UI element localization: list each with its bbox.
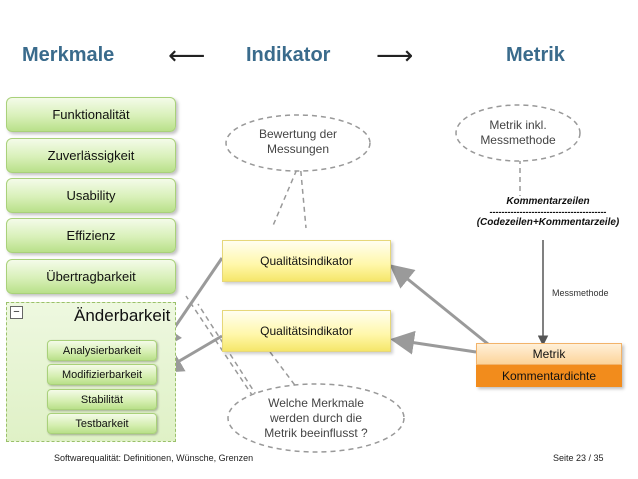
aenderbarkeit-title: Änderbarkeit bbox=[74, 306, 171, 325]
cloud-metrik-inkl-text: Metrik inkl. Messmethode bbox=[456, 118, 580, 148]
cloud-metrik-inkl bbox=[455, 104, 581, 162]
merkmal-funktionalitaet: Funktionalität bbox=[6, 97, 176, 132]
header-metrik: Metrik bbox=[506, 44, 565, 66]
metrik-box-bottom: Kommentardichte bbox=[476, 365, 622, 387]
footer-title: Softwarequalität: Definitionen, Wünsche,… bbox=[54, 453, 254, 463]
footer-page: Seite 23 / 35 bbox=[553, 453, 604, 463]
sub-stabilitaet: Stabilität bbox=[47, 389, 157, 410]
formula-line: --------------------------------------- bbox=[489, 207, 607, 217]
formula-denominator: (Codezeilen+Kommentarzeile) bbox=[476, 217, 620, 228]
formula-numerator: Kommentarzeilen bbox=[506, 196, 590, 207]
merkmal-uebertragbarkeit: Übertragbarkeit bbox=[6, 259, 176, 294]
sub-analysierbarkeit: Analysierbarkeit bbox=[47, 340, 157, 361]
cloud-welche-line-1: Welche Merkmale bbox=[268, 396, 364, 410]
cloud-metrik-inkl-line-2: Messmethode bbox=[480, 133, 556, 147]
arrow-left-icon: ⟵ bbox=[168, 40, 206, 70]
formula: Kommentarzeilen ------------------------… bbox=[468, 196, 628, 228]
cloud-bewertung bbox=[225, 114, 371, 172]
header-indikator: Indikator bbox=[246, 44, 331, 66]
cloud-metrik-inkl-line-1: Metrik inkl. bbox=[489, 118, 547, 132]
merkmal-zuverlaessigkeit: Zuverlässigkeit bbox=[6, 138, 176, 173]
arrow-metrik-to-indikator-1 bbox=[389, 264, 489, 346]
qualitaetsindikator-1: Qualitätsindikator bbox=[222, 240, 391, 282]
dashed-line-welche-2 bbox=[197, 303, 263, 405]
cloud-welche-text: Welche Merkmale werden durch die Metrik … bbox=[228, 396, 404, 441]
messmethode-label: Messmethode bbox=[552, 288, 609, 298]
sub-testbarkeit: Testbarkeit bbox=[47, 413, 157, 434]
merkmal-usability: Usability bbox=[6, 178, 176, 213]
dashed-line-bewertung bbox=[271, 161, 307, 229]
cloud-bewertung-text: Bewertung der Messungen bbox=[226, 127, 370, 157]
arrow-right-icon: ⟶ bbox=[376, 40, 414, 70]
cloud-welche-line-2: werden durch die bbox=[269, 411, 363, 425]
collapse-toggle-icon[interactable]: − bbox=[10, 306, 23, 319]
header-merkmale: Merkmale bbox=[22, 44, 115, 66]
cloud-bewertung-line-2: Messungen bbox=[266, 142, 330, 156]
merkmal-effizienz: Effizienz bbox=[6, 218, 176, 253]
cloud-bewertung-line-1: Bewertung der bbox=[258, 127, 338, 141]
metrik-box: Metrik Kommentardichte bbox=[476, 343, 622, 387]
cloud-welche-line-3: Metrik beeinflusst ? bbox=[264, 426, 368, 440]
metrik-box-top: Metrik bbox=[476, 343, 622, 365]
qualitaetsindikator-2: Qualitätsindikator bbox=[222, 310, 391, 352]
cloud-welche bbox=[227, 383, 405, 453]
arrow-metrik-to-indikator-2 bbox=[390, 330, 477, 355]
sub-modifizierbarkeit: Modifizierbarkeit bbox=[47, 364, 157, 385]
